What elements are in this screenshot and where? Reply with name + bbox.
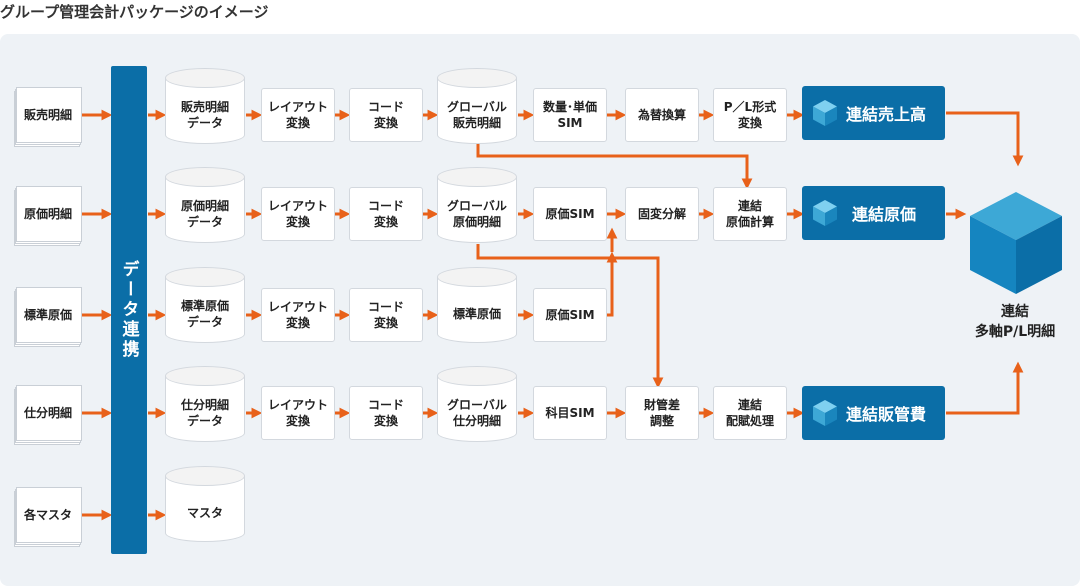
layout-convert-journal: レイアウト 変換 [261,386,335,440]
code-convert-standard-cost: コード 変換 [349,288,423,342]
db-global-journal: グローバル 仕分明細 [437,366,517,442]
fixed-variable-split: 固変分解 [625,187,699,241]
source-doc-journal: 仕分明細 [14,385,82,445]
consolidated-cost-calc: 連結 原価計算 [713,187,787,241]
code-convert-cost: コード 変換 [349,187,423,241]
db-sales-data: 販売明細 データ [165,68,245,144]
db-standard-cost-data: 標準原価 データ [165,267,245,343]
cube-icon [813,200,837,226]
layout-convert-sales: レイアウト 変換 [261,88,335,142]
sim-quantity-price: 数量･単価 SIM [533,88,607,142]
cube-icon [813,400,837,426]
code-convert-journal: コード 変換 [349,386,423,440]
source-doc-sales: 販売明細 [14,87,82,147]
final-output-label: 連結 多軸P/L明細 [974,304,1056,340]
db-cost-data: 原価明細 データ [165,167,245,243]
fin-mgmt-adjustment: 財管差 調整 [625,386,699,440]
source-doc-cost: 原価明細 [14,186,82,246]
consolidated-allocation: 連結 配賦処理 [713,386,787,440]
result-consolidated-sga: 連結販管費 [802,386,945,440]
db-global-cost: グローバル 原価明細 [437,167,517,243]
code-convert-sales: コード 変換 [349,88,423,142]
data-integration-bar: データ連携 [111,66,147,554]
layout-convert-cost: レイアウト 変換 [261,187,335,241]
db-standard-cost: 標準原価 [437,267,517,343]
result-consolidated-sales: 連結売上高 [802,86,945,140]
db-journal-data: 仕分明細 データ [165,366,245,442]
pl-format-convert: P／L形式 変換 [713,88,787,142]
page-title: グループ管理会計パッケージのイメージ [0,3,269,21]
layout-convert-standard-cost: レイアウト 変換 [261,288,335,342]
fx-conversion: 為替換算 [625,88,699,142]
db-global-sales: グローバル 販売明細 [437,68,517,144]
source-doc-master: 各マスタ [14,487,82,547]
sim-standard-cost: 原価SIM [533,288,607,342]
sim-cost: 原価SIM [533,187,607,241]
sim-account: 科目SIM [533,386,607,440]
result-consolidated-cost: 連結原価 [802,186,945,240]
db-master: マスタ [165,466,245,542]
consolidated-pl-cube-icon [970,192,1062,294]
cube-icon [813,100,837,126]
source-doc-standard-cost: 標準原価 [14,287,82,347]
